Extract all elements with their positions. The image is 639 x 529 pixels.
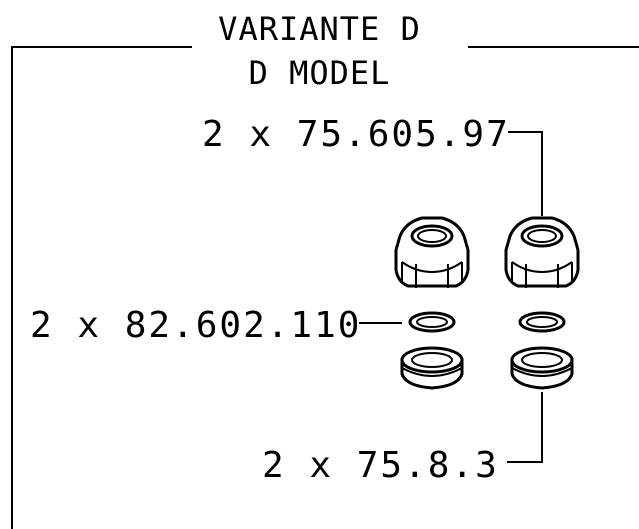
nut-icon [504, 216, 580, 288]
washer-icon [408, 311, 456, 333]
part-label-ring: 2 x 75.8.3 [262, 445, 499, 486]
leader-lines [359, 131, 543, 463]
leader-nut [508, 131, 543, 216]
leader-ring [507, 392, 543, 463]
nut-icon [394, 216, 470, 288]
washer-icon [518, 311, 566, 333]
part-label-washer: 2 x 82.602.110 [30, 305, 362, 346]
title-variant: VARIANTE D [218, 10, 421, 48]
title-model: D MODEL [248, 54, 391, 92]
frame-border [11, 46, 639, 529]
part-label-nut: 2 x 75.605.97 [202, 114, 510, 155]
ring-icon [510, 346, 574, 390]
ring-icon [400, 346, 464, 390]
